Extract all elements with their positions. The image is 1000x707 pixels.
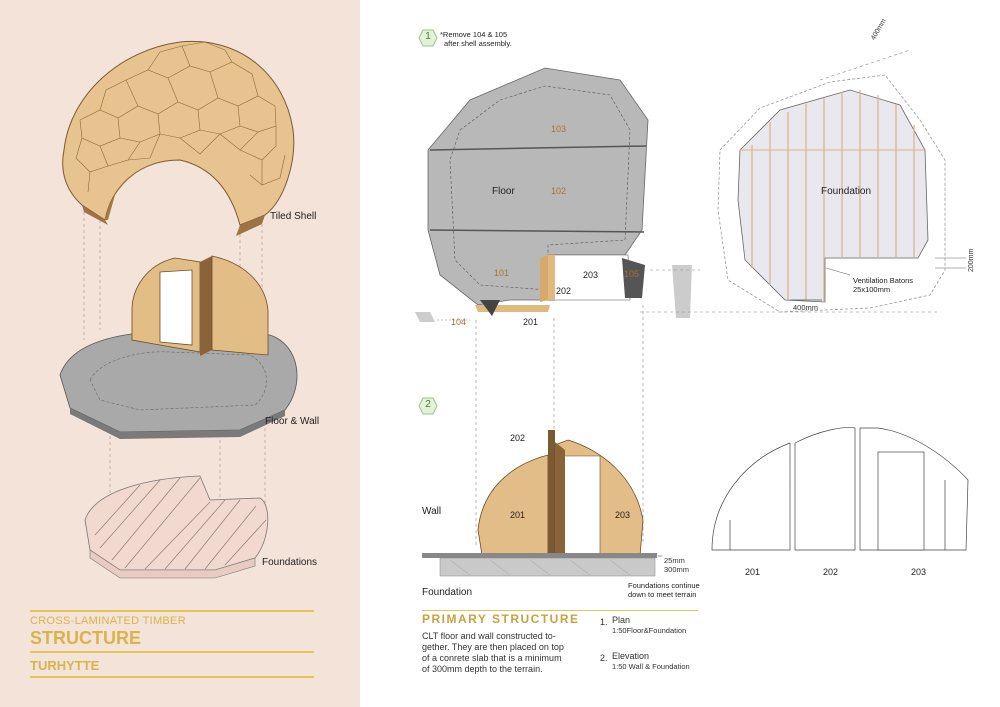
foundations-drawing — [84, 475, 269, 579]
step-2-number: 2 — [425, 399, 431, 410]
hexagon-icon — [418, 29, 438, 47]
foundation-note-line-2: down to meet terrain — [628, 590, 697, 599]
tiled-shell-label: Tiled Shell — [270, 211, 317, 222]
primary-rule — [422, 610, 698, 611]
plan-guides — [475, 49, 940, 545]
tiled-shell-drawing — [62, 40, 295, 236]
dim-300: 300mm — [664, 565, 690, 574]
wall-elevation — [422, 430, 662, 577]
primary-structure-heading: PRIMARY STRUCTURE — [422, 612, 580, 626]
title-line-1: CROSS-LAMINATED TIMBER — [30, 615, 186, 627]
floor-label: Floor — [492, 186, 515, 197]
primary-body: CLT floor and wall constructed to- gethe… — [422, 631, 564, 675]
primary-body-line-1: CLT floor and wall constructed to- — [422, 631, 556, 641]
item-1-title: Plan — [612, 615, 631, 625]
item-2-sub: 1:50 Wall & Foundation — [612, 662, 690, 671]
ventilation-note: Ventilation Batons 25x100mm — [853, 276, 913, 294]
primary-body-line-3: of a conrete slab that is a minimum — [422, 653, 562, 663]
primary-body-line-2: gether. They are then placed on top — [422, 642, 564, 652]
panel-201-plan: 201 — [523, 317, 539, 327]
ventilation-line-2: 25x100mm — [853, 285, 891, 294]
elevation-label-202: 202 — [823, 567, 839, 577]
remove-note: *Remove 104 & 105 after shell assembly. — [440, 30, 512, 48]
foundations-label: Foundations — [262, 557, 318, 568]
dim-25: 25mm — [664, 556, 685, 565]
step-2-badge: 2 — [418, 397, 438, 415]
item-2-number: 2. — [600, 653, 608, 663]
panel-203-plan: 203 — [583, 270, 599, 280]
hexagon-icon — [418, 397, 438, 415]
panel-103: 103 — [551, 124, 567, 134]
exploded-axonometric — [59, 40, 298, 579]
foundation-elevation-label: Foundation — [422, 587, 473, 598]
panel-201-wall: 201 — [510, 510, 526, 520]
panel-202-wall: 202 — [510, 433, 526, 443]
title-rule-top — [30, 610, 314, 612]
title-line-2: STRUCTURE — [30, 628, 141, 648]
left-panel: Tiled Shell Floor & Wall Foundations CRO… — [0, 0, 360, 707]
wall-label: Wall — [422, 506, 442, 517]
primary-body-line-4: of 300mm depth to the terrain. — [422, 664, 543, 674]
step-1-number: 1 — [425, 31, 431, 42]
panel-203-wall: 203 — [615, 510, 631, 520]
foundation-note: Foundations continue down to meet terrai… — [628, 581, 700, 599]
foundation-plan — [717, 74, 966, 313]
dim-400: 400mm — [793, 303, 819, 312]
item-1-number: 1. — [600, 617, 608, 627]
title-rule-bottom — [30, 676, 314, 678]
remove-note-line-1: *Remove 104 & 105 — [440, 30, 508, 39]
floor-plan — [415, 67, 692, 322]
floor-wall-label: Floor & Wall — [265, 416, 320, 427]
panel-101: 101 — [494, 268, 510, 278]
item-2-title: Elevation — [612, 651, 650, 661]
floor-wall-drawing — [59, 255, 298, 439]
ventilation-line-1: Ventilation Batons — [853, 276, 914, 285]
remove-note-line-2: after shell assembly. — [444, 39, 512, 48]
title-rule-mid — [30, 651, 314, 653]
elevation-label-201: 201 — [745, 567, 761, 577]
panel-104: 104 — [451, 317, 467, 327]
panel-105: 105 — [624, 269, 640, 279]
foundation-plan-label: Foundation — [821, 186, 872, 197]
elevation-label-203: 203 — [911, 567, 927, 577]
panel-202-plan: 202 — [556, 286, 572, 296]
title-line-3: TURHYTTE — [30, 658, 100, 673]
outline-elevation — [711, 427, 969, 551]
foundation-note-line-1: Foundations continue — [628, 581, 700, 590]
panel-102: 102 — [551, 186, 567, 196]
dim-200: 200mm — [968, 248, 975, 272]
item-1-sub: 1:50Floor&Foundation — [612, 626, 687, 635]
step-1-badge: 1 — [418, 29, 438, 47]
